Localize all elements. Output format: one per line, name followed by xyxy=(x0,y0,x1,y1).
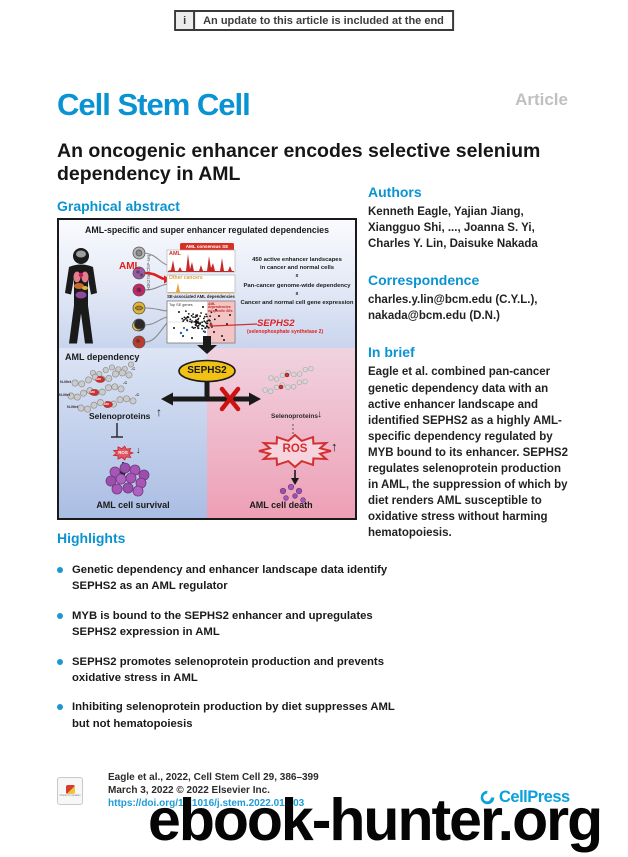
selenoprotein-chains-right xyxy=(262,365,314,394)
authors-heading: Authors xyxy=(368,184,422,200)
graphical-abstract-heading: Graphical abstract xyxy=(57,198,180,214)
copyright-line: March 3, 2022 © 2022 Elsevier Inc. xyxy=(108,785,270,797)
criteria-x: x xyxy=(295,290,299,297)
criteria-line: in cancer and normal cells xyxy=(260,264,334,271)
ros-small-label: ROS xyxy=(118,449,128,455)
up-arrow-icon: ↑ xyxy=(156,405,162,419)
sephs2-callout: SEPHS2 xyxy=(257,318,295,329)
correspondence-emails[interactable]: charles.y.lin@bcm.edu (C.Y.L.), nakada@b… xyxy=(368,294,538,323)
bullet-icon xyxy=(57,567,63,573)
highlight-item: SEPHS2 promotes selenoprotein production… xyxy=(57,654,399,687)
ros-burst-label: ROS xyxy=(282,443,308,455)
nmet-label: N-Met xyxy=(60,379,72,384)
update-banner[interactable]: i An update to this article is included … xyxy=(174,10,454,31)
bullet-icon xyxy=(57,612,63,619)
citation-block: Eagle et al., 2022, Cell Stem Cell 29, 3… xyxy=(108,771,319,811)
criteria-text: 450 active enhancer landscapes in cancer… xyxy=(239,257,355,308)
aml-label: AML xyxy=(119,261,141,272)
criteria-line: Pan-cancer genome-wide dependency xyxy=(243,282,351,289)
death-label: AML cell death xyxy=(249,500,313,510)
cancer-type-icons xyxy=(132,246,146,349)
highlight-item: MYB is bound to the SEPHS2 enhancer and … xyxy=(57,608,399,641)
aml-chipseq-track xyxy=(168,254,234,272)
citation-line: Eagle et al., 2022, Cell Stem Cell 29, 3… xyxy=(108,772,319,783)
sephs2-callout-sub: (selenophosphate synthetase 2) xyxy=(247,329,324,335)
cellpress-logo[interactable]: CellPress xyxy=(479,788,570,807)
highlights-list: Genetic dependency and enhancer landscap… xyxy=(57,562,399,732)
up-arrow-icon: ↑ xyxy=(331,439,338,454)
bullet-icon xyxy=(57,704,63,711)
consensus-se-banner: AML consensus SE xyxy=(185,243,229,249)
connector-lines xyxy=(144,252,168,343)
highlight-text: Genetic dependency and enhancer landscap… xyxy=(72,564,388,593)
selenoprotein-chains-left xyxy=(67,361,137,413)
selenoproteins-down-label: Selenoproteins xyxy=(271,413,318,420)
track2-label: Other cancers xyxy=(169,275,203,281)
bullet-icon xyxy=(57,658,63,665)
highlight-text: MYB is bound to the SEPHS2 enhancer and … xyxy=(72,609,373,639)
highlight-text: SEPHS2 promotes selenoprotein production… xyxy=(72,655,384,684)
figure-graphics xyxy=(65,243,332,503)
update-banner-text: An update to this article is included at… xyxy=(203,14,444,27)
scatter-left-label: Top SE genes xyxy=(169,302,193,307)
aml-arrow xyxy=(144,271,165,281)
nmet-label: N-Met xyxy=(59,392,71,397)
article-title: An oncogenic enhancer encodes selective … xyxy=(57,140,541,186)
aml-dependency-label: AML dependency xyxy=(65,352,140,362)
chipseq-axis-label: H3K27ac ChIP-seq xyxy=(147,254,152,290)
sec-label: Sec xyxy=(103,401,110,406)
track1-label: AML xyxy=(169,251,181,257)
branch-arrows xyxy=(171,381,251,402)
red-x-icon xyxy=(219,386,241,412)
cellpress-swirl-icon xyxy=(480,790,495,805)
in-brief-text: Eagle et al. combined pan-cancer genetic… xyxy=(368,366,569,540)
figure-title: AML-specific and super enhancer regulate… xyxy=(85,225,329,235)
down-arrow-icon: ↓ xyxy=(317,409,322,420)
highlight-item: Genetic dependency and enhancer landscap… xyxy=(57,562,399,595)
info-column: Authors Kenneth Eagle, Yajian Jiang, Xia… xyxy=(368,184,570,542)
graphical-abstract-figure: AML-specific and super enhancer regulate… xyxy=(57,218,357,520)
criteria-line: Cancer and normal cell gene expression xyxy=(240,300,354,307)
watermark-text: ebook-hunter.org xyxy=(148,787,603,853)
info-icon: i xyxy=(176,12,196,29)
criteria-line: 450 active enhancer landscapes xyxy=(252,257,342,263)
journal-logo: Cell Stem Cell xyxy=(57,87,251,122)
highlight-item: Inhibiting selenoprotein production by d… xyxy=(57,699,399,732)
cterm-label: -C xyxy=(123,380,128,385)
check-updates-badge[interactable]: Check for updates xyxy=(57,777,83,805)
dead-cell-fragments xyxy=(279,483,306,503)
ros-small-shape xyxy=(112,445,135,461)
sec-label: Sec xyxy=(89,389,96,394)
highlight-text: Inhibiting selenoprotein production by d… xyxy=(72,701,395,730)
sephs2-node-label: SEPHS2 xyxy=(187,365,227,376)
sec-label: Sec xyxy=(95,376,102,381)
selenoproteins-up-label: Selenoproteins xyxy=(89,411,151,421)
criteria-x: x xyxy=(295,273,299,280)
scatter-header: SE-associated AML dependencies xyxy=(167,294,235,299)
cellpress-text: CellPress xyxy=(499,788,570,806)
correspondence-heading: Correspondence xyxy=(368,272,480,289)
aml-cell-cluster xyxy=(105,462,150,497)
journal-header: Cell Stem Cell Article xyxy=(57,87,568,122)
cterm-label: -C xyxy=(131,366,136,371)
cterm-label: -C xyxy=(135,392,140,397)
survival-label: AML cell survival xyxy=(96,500,170,510)
crossmark-icon xyxy=(65,784,75,794)
down-arrow-icon: ↓ xyxy=(136,445,141,455)
highlights-section: Highlights Genetic dependency and enhanc… xyxy=(57,530,399,745)
human-silhouette-icon xyxy=(65,248,97,344)
badge-text: Check for updates xyxy=(59,793,81,797)
scatter-zone-label: AML dependencies w/ specific SEs xyxy=(208,301,233,314)
author-names: Kenneth Eagle, Yajian Jiang, Xiangguo Sh… xyxy=(368,206,538,251)
in-brief-heading: In brief xyxy=(368,344,415,361)
doi-link[interactable]: https://doi.org/10.1016/j.stem.2022.01.0… xyxy=(108,798,305,810)
nmet-label: N-Met xyxy=(67,404,79,409)
highlights-heading: Highlights xyxy=(57,530,126,546)
article-type-label: Article xyxy=(515,90,568,109)
ros-burst-shape xyxy=(258,433,332,469)
flow-down-arrow xyxy=(197,336,217,354)
